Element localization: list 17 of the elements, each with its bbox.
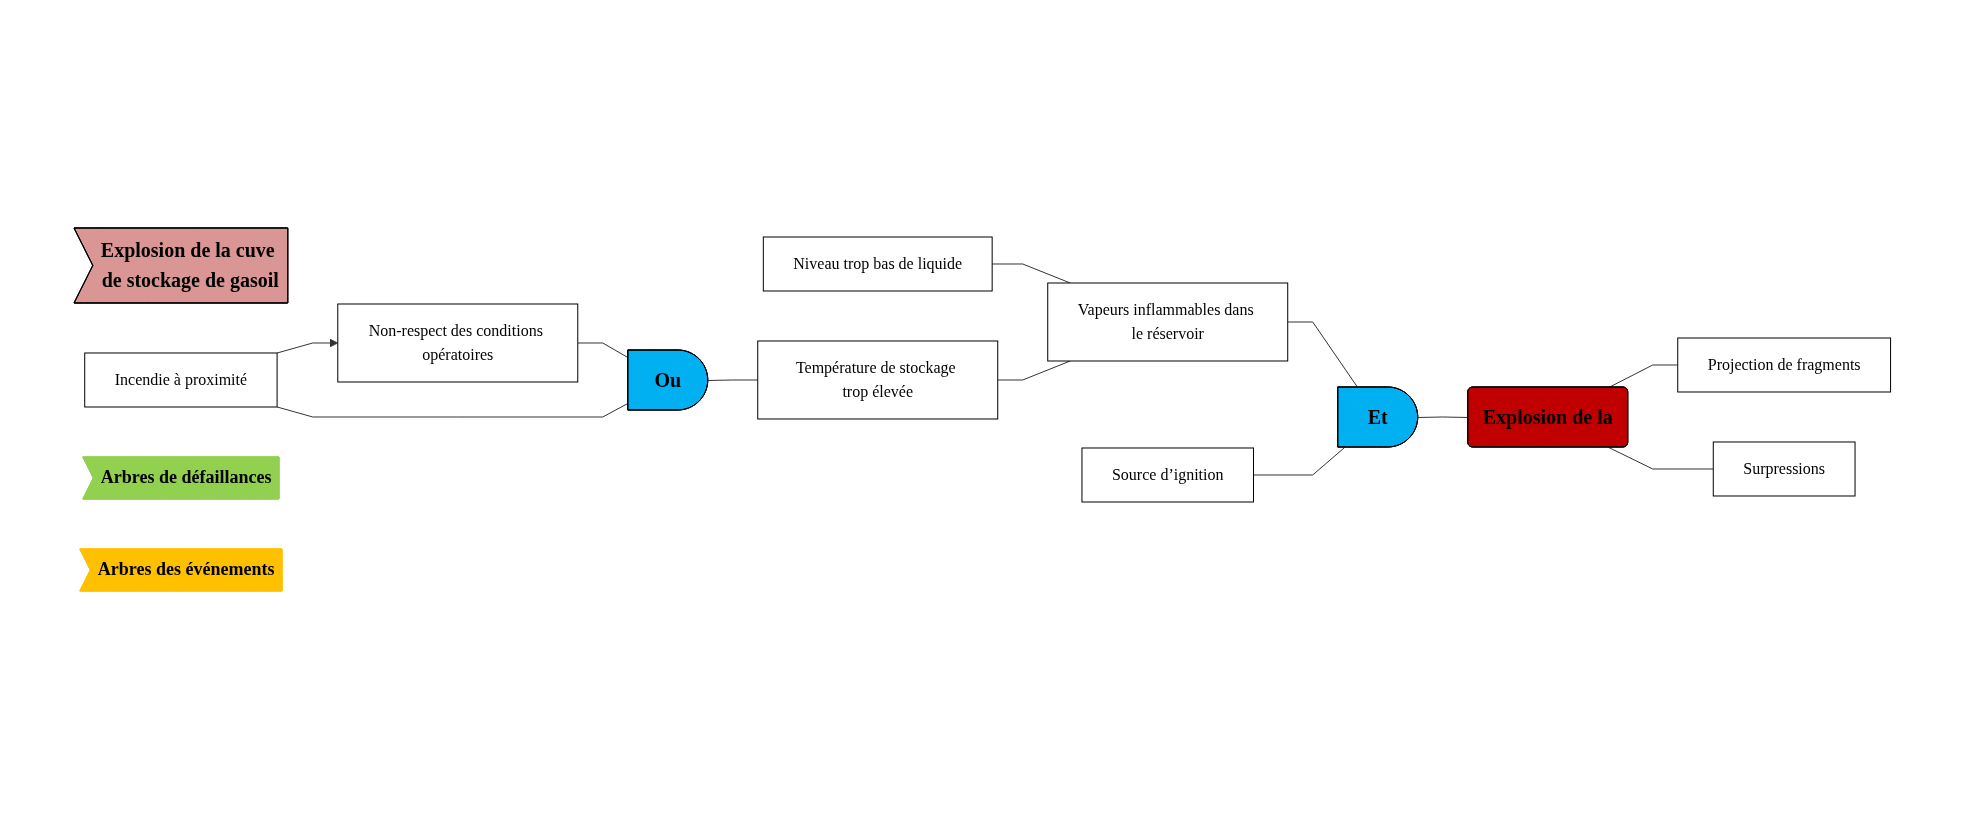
connector (1608, 446, 1714, 469)
connector (707, 379, 758, 381)
node-box: Surpressions (1712, 441, 1856, 496)
node-box: Température de stockage trop élevée (756, 340, 998, 419)
node-box: Niveau trop bas de liquide (762, 236, 993, 291)
connector (576, 342, 629, 358)
connector (1417, 416, 1469, 418)
node-box: Vapeurs inflammables dans le réservoir (1046, 282, 1288, 361)
node-box: Projection de fragments (1676, 337, 1891, 392)
node-box: Incendie à proximité (83, 352, 278, 407)
node-box: Source d’ignition (1081, 447, 1254, 502)
connector (276, 402, 629, 417)
connector (996, 360, 1071, 380)
connector (1286, 321, 1358, 388)
connector (1252, 446, 1345, 475)
node-box: Non-respect des conditions opératoires (336, 303, 578, 382)
arrow (276, 338, 338, 353)
